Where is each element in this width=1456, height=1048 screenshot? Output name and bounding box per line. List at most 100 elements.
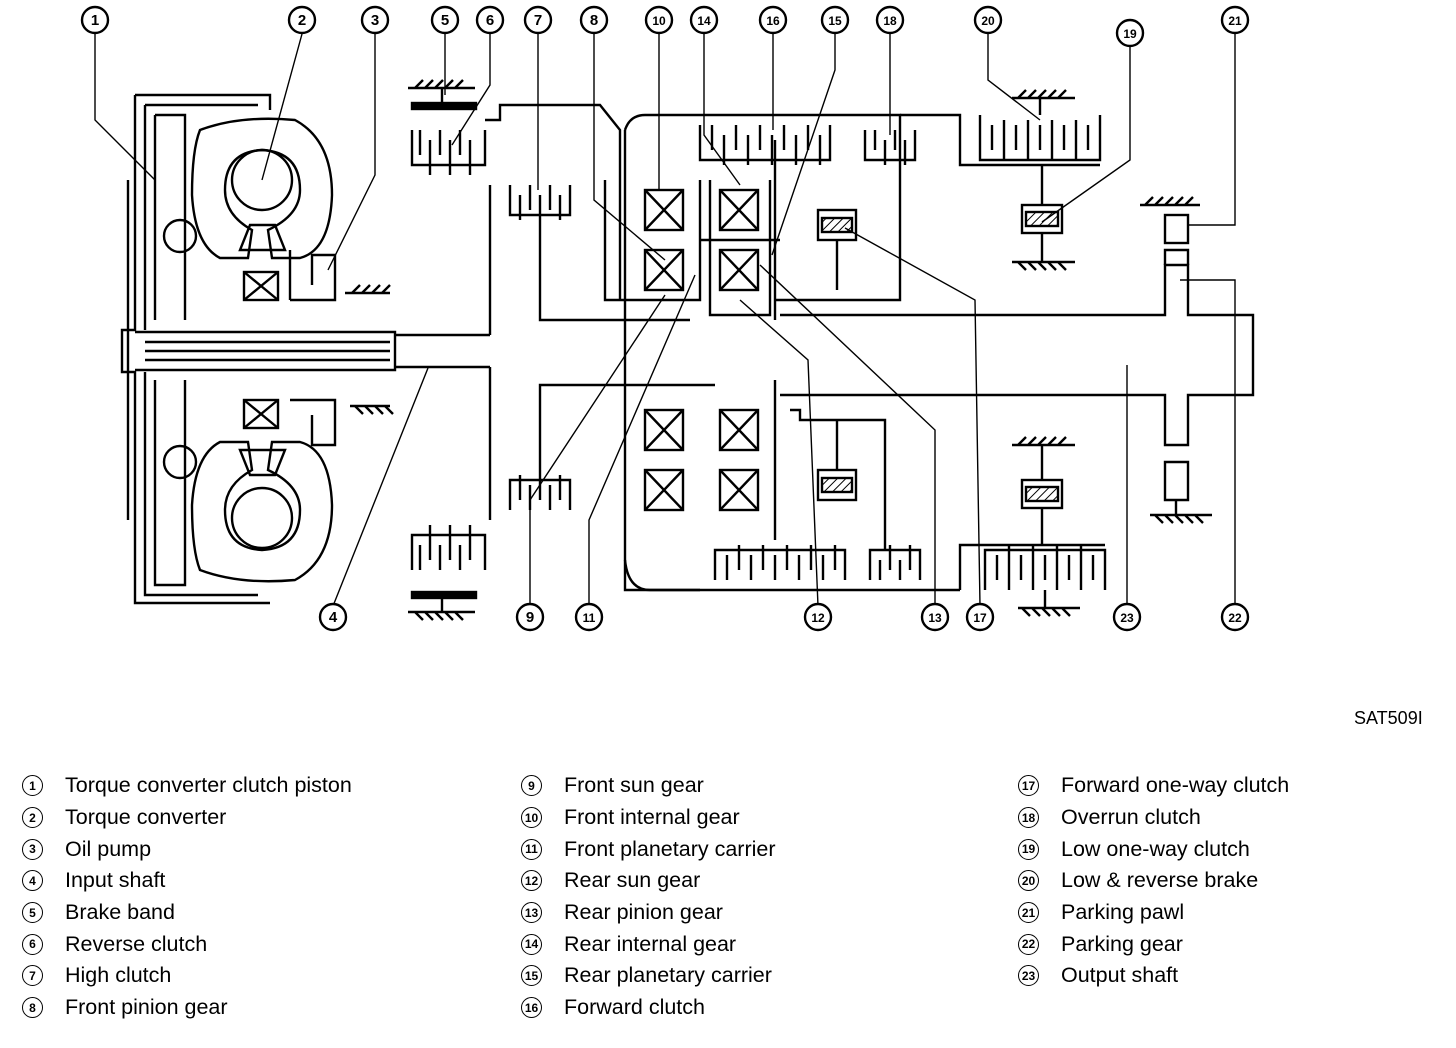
- low-reverse-brake: [900, 89, 1107, 617]
- legend-label: Rear pinion gear: [564, 900, 723, 925]
- legend-number: 16: [521, 997, 542, 1019]
- callout-number: 13: [928, 611, 942, 625]
- callout-number: 4: [329, 609, 338, 626]
- brake-band: [408, 79, 478, 621]
- legend-number: 3: [22, 838, 43, 860]
- forward-clutch: [623, 113, 960, 592]
- legend-number: 7: [22, 965, 43, 987]
- legend-item: 9 Front sun gear: [521, 770, 776, 802]
- callout-number: 16: [766, 14, 780, 28]
- callout-number: 2: [298, 12, 306, 29]
- callout-11: 11: [574, 602, 604, 632]
- leader-lines: [94, 33, 1236, 607]
- callout-13: 13: [920, 602, 950, 632]
- callout-number: 8: [590, 12, 598, 29]
- callout-21: 21: [1220, 5, 1250, 35]
- legend-number: 5: [22, 902, 43, 924]
- callout-20: 20: [973, 5, 1003, 35]
- legend-label: Front sun gear: [564, 773, 704, 798]
- legend-item: 21 Parking pawl: [1018, 897, 1289, 929]
- callout-number: 18: [883, 14, 897, 28]
- legend-label: Front internal gear: [564, 805, 740, 830]
- legend-number: 8: [22, 997, 43, 1019]
- legend-label: Rear planetary carrier: [564, 963, 772, 988]
- callout-number: 10: [652, 14, 666, 28]
- rear-planetary: [700, 140, 780, 540]
- callout-15: 15: [820, 5, 850, 35]
- legend-item: 20 Low & reverse brake: [1018, 865, 1289, 897]
- callout-number: 3: [371, 12, 379, 29]
- legend-label: Overrun clutch: [1061, 805, 1201, 830]
- legend-label: Parking pawl: [1061, 900, 1185, 925]
- torque-converter-housing: [120, 93, 272, 605]
- callout-number: 21: [1228, 14, 1242, 28]
- legend-label: Low & reverse brake: [1061, 868, 1259, 893]
- legend-number: 10: [521, 807, 542, 829]
- legend-number: 1: [22, 775, 43, 797]
- callout-5: 5: [430, 5, 460, 35]
- legend-label: Low one-way clutch: [1061, 836, 1250, 861]
- torque-converter: [162, 117, 334, 583]
- legend-item: 8 Front pinion gear: [22, 992, 352, 1024]
- callout-17: 17: [965, 602, 995, 632]
- legend-number: 4: [22, 870, 43, 892]
- legend-number: 2: [22, 807, 43, 829]
- overrun-clutch: [790, 130, 922, 580]
- legend-label: Rear internal gear: [564, 931, 737, 956]
- legend-number: 21: [1018, 902, 1039, 924]
- input-shaft: [135, 330, 490, 372]
- callout-number: 9: [526, 609, 534, 626]
- callout-number: 6: [486, 12, 494, 29]
- legend-item: 23 Output shaft: [1018, 960, 1289, 992]
- callout-6: 6: [475, 5, 505, 35]
- legend-label: Parking gear: [1061, 931, 1183, 956]
- callout-number: 23: [1120, 611, 1134, 625]
- legend-number: 9: [521, 775, 542, 797]
- figure-code: SAT509I: [1354, 708, 1423, 728]
- legend-item: 7 High clutch: [22, 960, 352, 992]
- legend-label: Torque converter: [65, 805, 227, 830]
- callout-16: 16: [758, 5, 788, 35]
- callout-19: 19: [1115, 18, 1145, 48]
- legend-number: 12: [521, 870, 542, 892]
- legend-item: 2 Torque converter: [22, 802, 352, 834]
- callout-12: 12: [803, 602, 833, 632]
- callout-number: 12: [811, 611, 825, 625]
- stator-clutch: [242, 270, 280, 430]
- parking-pawl: [1140, 196, 1212, 524]
- legend-number: 13: [521, 902, 542, 924]
- legend-number: 23: [1018, 965, 1039, 987]
- legend-label: Front pinion gear: [65, 995, 228, 1020]
- output-shaft: [780, 248, 1255, 502]
- callout-number: 20: [981, 14, 995, 28]
- legend-number: 20: [1018, 870, 1039, 892]
- callout-number: 14: [697, 14, 711, 28]
- callout-2: 2: [287, 5, 317, 35]
- callout-23: 23: [1112, 602, 1142, 632]
- legend-number: 14: [521, 933, 542, 955]
- legend-label: High clutch: [65, 963, 172, 988]
- callout-22: 22: [1220, 602, 1250, 632]
- callout-number: 22: [1228, 611, 1242, 625]
- legend-number: 17: [1018, 775, 1039, 797]
- callout-3: 3: [360, 5, 390, 35]
- legend-label: Output shaft: [1061, 963, 1179, 988]
- callout-4: 4: [318, 602, 348, 632]
- callout-number: 5: [441, 12, 449, 29]
- legend-label: Input shaft: [65, 868, 166, 893]
- callout-number: 1: [91, 12, 99, 29]
- legend-label: Forward one-way clutch: [1061, 773, 1290, 798]
